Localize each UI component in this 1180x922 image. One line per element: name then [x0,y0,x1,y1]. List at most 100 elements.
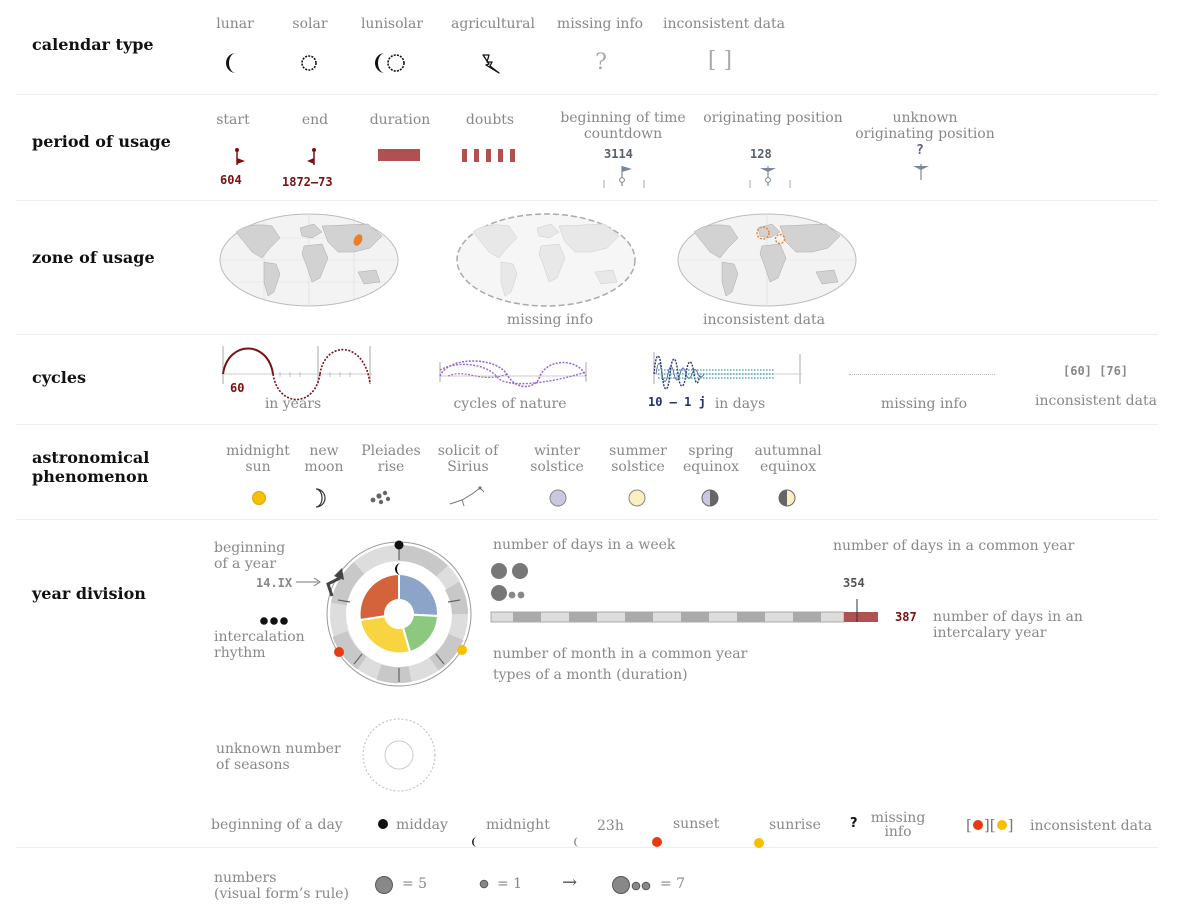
duration-bar-icon [378,149,420,161]
unknown-origin-value: ? [916,143,924,158]
separator [16,847,1158,848]
seven-dots-icon [612,876,651,894]
legend-label-doubts: doubts [465,112,515,128]
equals-one-label: = 1 [497,876,523,892]
end-flag-icon [307,148,316,165]
year-length-bar [490,599,878,623]
legend-label-inconsistent-data: inconsistent data [663,16,785,32]
spring-equinox-icon [701,489,719,507]
label-line: rise [377,459,405,475]
cycle-days-icon [653,352,802,390]
label-line: solstice [530,459,584,475]
midnight-icon [472,837,477,847]
lunar-icon [226,53,236,73]
legend-label-origin: originating position [703,110,843,126]
equals-seven-label: = 7 [660,876,686,892]
solar-icon [301,55,317,71]
sirius-icon [449,486,485,507]
summer-solstice-icon [628,489,646,507]
legend-label-missing-info: missing info [556,16,644,32]
zone-missing-label: missing info [506,312,594,328]
cycle-inconsistent-label: inconsistent data [1035,393,1157,409]
label-line: (visual form’s rule) [214,886,349,902]
legend-label-winter-solstice: winter solstice [522,443,592,475]
start-flag-icon [235,148,245,165]
sunrise-icon [754,838,764,848]
bracket: [ [966,816,972,834]
label-line: intercalation [214,629,305,645]
inconsistent-data-icon: [ ] [707,48,733,73]
inconsistent-day-label: inconsistent data [1030,818,1152,834]
days-in-common-year-label: number of days in a common year [833,538,1075,554]
zone-map-inconsistent-icon [677,213,857,307]
unknown-origin-marker-icon [913,164,929,180]
label-line: Sirius [447,459,489,475]
section-title-calendar-type: calendar type [32,35,154,54]
label-line: intercalary year [933,625,1047,641]
label-line: equinox [759,459,817,475]
label-line: number of days in an [933,609,1083,625]
cycle-years-label: in years [264,396,322,412]
section-title-year-division: year division [32,584,146,603]
missing-info-day-icon: ? [850,816,858,831]
sunset-icon [652,837,662,847]
intercalary-year-value: 387 [895,610,917,624]
legend-label-unknown-origin: unknown originating position [852,110,998,142]
legend-label-lunar: lunar [216,16,254,32]
label-line: winter [533,443,581,459]
label-line: sun [245,459,271,475]
beginning-of-year-label: beginning of a year [214,540,285,572]
legend-label-pleiades: Pleiades rise [356,443,426,475]
legend-label-spring-equinox: spring equinox [678,443,744,475]
bracket: ] [1007,816,1014,834]
doubts-bar-icon [462,149,515,162]
days-in-intercalary-year-label: number of days in an intercalary year [933,609,1083,641]
origin-marker-icon [749,166,791,188]
label-line: solicit of [437,443,499,459]
label-line: summer [609,443,667,459]
sunset-icon [972,820,983,830]
label-line: of a year [214,556,277,572]
months-label: number of month in a common year types o… [493,644,747,686]
midnight-sun-icon [252,491,266,505]
cycle-years-value: 60 [230,381,245,395]
separator [16,424,1158,425]
inconsistent-day-icon: [ ][] [966,816,1013,834]
legend-label-end: end [301,112,329,128]
label-line: info [884,824,912,840]
section-title-line: phenomenon [32,467,149,486]
label-line: countdown [583,126,663,142]
common-year-value: 354 [843,576,865,590]
legend-label-countdown: beginning of time countdown [555,110,691,142]
days-in-week-label: number of days in a week [493,537,676,553]
midday-label: midday [396,817,448,833]
label-line: solstice [611,459,665,475]
section-title-period-of-usage: period of usage [32,132,171,151]
five-dot-icon [375,876,393,894]
section-title-cycles: cycles [32,368,87,387]
label-line: missing [870,810,926,826]
sunrise-label: sunrise [769,817,821,833]
separator [16,519,1158,520]
missing-info-icon: ? [595,50,607,75]
equals-five-label: = 5 [402,876,428,892]
missing-info-day-label: missing info [866,811,930,839]
cycle-missing-line [849,374,995,375]
label-line: moon [304,459,344,475]
label-line: number of month in a common year [493,646,748,662]
bracket: ][ [983,816,996,834]
cycle-years-icon [222,346,372,401]
cycle-days-label: in days [714,396,766,412]
label-line: rhythm [214,645,266,661]
sunrise-icon [996,820,1007,830]
unknown-seasons-label: unknown number of seasons [216,741,341,773]
legend-label-lunisolar: lunisolar [360,16,424,32]
section-title-zone-of-usage: zone of usage [32,248,155,267]
legend-label-autumnal-equinox: autumnal equinox [748,443,828,475]
legend-label-summer-solstice: summer solstice [602,443,674,475]
arrow-right-icon: → [562,872,578,893]
pleiades-icon [370,490,391,505]
separator [16,200,1158,201]
label-line: types of a month (duration) [493,667,688,683]
zone-inconsistent-label: inconsistent data [703,312,825,328]
